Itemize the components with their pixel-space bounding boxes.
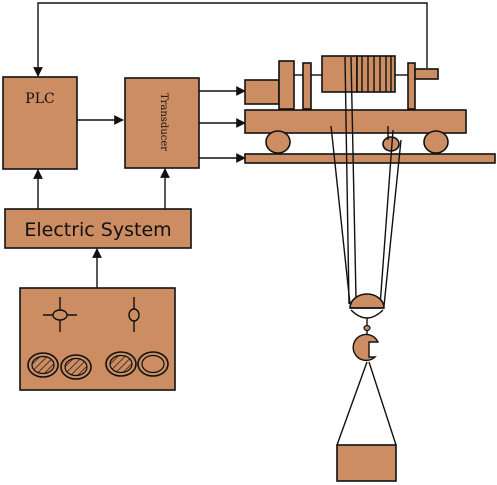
trolley bbox=[244, 109, 467, 154]
crane-hook-icon bbox=[352, 333, 380, 362]
hoist-coupling bbox=[302, 62, 312, 110]
hoist-mechanism bbox=[244, 55, 439, 110]
transducer-block: Transducer bbox=[124, 77, 200, 169]
feedback-line bbox=[33, 2, 428, 77]
trolley-wheel bbox=[265, 130, 291, 154]
hoist-bearing bbox=[407, 62, 416, 110]
plc-block: PLC bbox=[2, 76, 78, 170]
hoist-motor bbox=[244, 79, 280, 105]
hatched-knob-icon bbox=[27, 352, 59, 378]
cross-lever-icon bbox=[43, 297, 77, 332]
load-sling bbox=[336, 361, 397, 446]
wire-ropes bbox=[330, 56, 402, 307]
control-panel bbox=[19, 287, 176, 391]
hatched-knob-icon bbox=[60, 354, 92, 380]
crane-rail bbox=[244, 153, 496, 164]
load-box bbox=[336, 444, 397, 482]
hoist-drum bbox=[321, 55, 396, 93]
plain-knob-icon bbox=[137, 351, 169, 377]
hatched-knob-icon bbox=[105, 351, 137, 377]
trolley-wheel bbox=[423, 130, 449, 154]
single-lever-icon bbox=[128, 297, 140, 332]
trolley-frame bbox=[244, 109, 467, 134]
electric-system-label: Electric System bbox=[24, 219, 171, 241]
hoist-encoder bbox=[414, 68, 439, 80]
transducer-label: Transducer bbox=[158, 93, 169, 151]
hoist-brake bbox=[278, 60, 295, 110]
transducer-output-arrows bbox=[199, 86, 246, 163]
plc-label: PLC bbox=[25, 91, 54, 107]
electric-system-block: Electric System bbox=[4, 208, 192, 249]
pulley-icon bbox=[349, 293, 385, 338]
